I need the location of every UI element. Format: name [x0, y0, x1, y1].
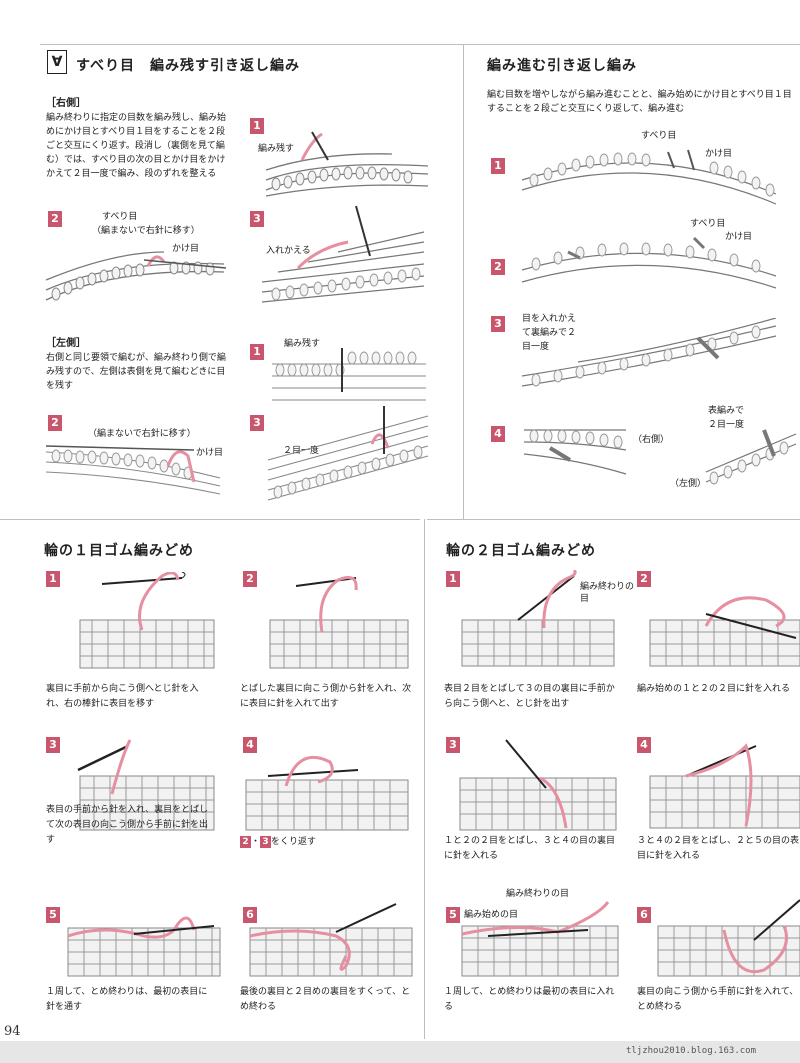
rib-illustration	[649, 743, 800, 829]
step-number: 2	[491, 259, 505, 275]
page-number: 94	[4, 1024, 21, 1039]
step-label: 編み終わりの目	[506, 889, 570, 899]
rib-illustration	[249, 903, 413, 977]
step-label: 入れかえる	[266, 246, 311, 256]
step-caption: 編み始めの１と２の２目に針を入れる	[637, 684, 791, 694]
knitting-illustration	[521, 149, 777, 205]
knitting-illustration	[265, 131, 429, 197]
step-label: かけ目	[196, 448, 224, 458]
step-number: 4	[491, 426, 505, 442]
bottom-column-divider	[424, 519, 425, 1039]
knitting-illustration	[521, 236, 777, 289]
left-side-description: 右側と同じ要領で編むが、編み終わり側で編み残すので、左側は表側を見て編むどきに目…	[46, 353, 226, 391]
step-label: （右側）	[633, 435, 670, 445]
step-number: 3	[46, 737, 60, 753]
step-label: 表編みで２目一度	[708, 406, 745, 430]
step-label: かけ目	[725, 232, 753, 242]
step-ref-separator: ・	[251, 837, 261, 847]
step-caption: １周して、とめ終わりは最初の表目に入れる	[444, 987, 615, 1012]
knitting-illustration	[45, 445, 221, 495]
knitting-illustration	[523, 429, 627, 475]
step-number: 3	[250, 211, 264, 227]
step-ref-number: 2	[240, 836, 251, 848]
step-label: 編み始めの目	[464, 910, 519, 920]
step-number: 4	[637, 737, 651, 753]
step-number: 3	[491, 316, 505, 332]
knitting-illustration	[272, 348, 426, 401]
step-caption: をくり返す	[271, 837, 317, 847]
step-number: 6	[243, 907, 257, 923]
step-label: かけ目	[705, 149, 733, 159]
knitting-illustration	[705, 429, 797, 485]
step-caption: 表目の手前から針を入れ、裏目をとばして次の表目の向こう側から手前に針を出す	[46, 805, 209, 845]
rib-illustration	[77, 739, 215, 831]
knitting-illustration	[261, 205, 425, 303]
knitting-illustration	[521, 318, 777, 387]
step-label: （編まないで右針に移す）	[92, 226, 200, 236]
step-caption: 裏目の向こう側から手前に針を入れて、とめ終わる	[637, 987, 799, 1012]
step-label: （編まないで右針に移す）	[88, 429, 196, 439]
step-caption: ３と４の２目をとばし、２と５の目の表目に針を入れる	[637, 836, 800, 861]
step-number: 1	[46, 571, 60, 587]
rib-illustration	[67, 916, 221, 977]
step-number: 1	[446, 571, 460, 587]
step-label: 編み残す	[284, 339, 321, 349]
step-label: すべり目	[641, 131, 677, 141]
step-label: すべり目	[102, 212, 138, 222]
footer-bar	[0, 1041, 800, 1063]
step-caption: 表目２目をとばして３の目の裏目に手前から向こう側へと、とじ針を出す	[444, 684, 615, 709]
rib-illustration	[269, 576, 409, 669]
rib-illustration	[79, 572, 215, 669]
step-label: すべり目	[690, 219, 726, 229]
left-side-heading: ［左側］	[46, 338, 86, 349]
step-number: 5	[446, 907, 460, 923]
step-number: 2	[637, 571, 651, 587]
step-caption: １と２の２目をとばし、３と４の目の裏目に針を入れる	[444, 836, 616, 861]
step-number: 3	[446, 737, 460, 753]
step-number: 1	[250, 118, 264, 134]
progressive-description: 編む目数を増やしながら編み進むことと、編み始めにかけ目とすべり目１目することを２…	[487, 90, 792, 114]
rib-illustration	[649, 596, 800, 667]
step-number: 4	[243, 737, 257, 753]
step-label: 編み残す	[258, 144, 295, 154]
step-number: 1	[491, 158, 505, 174]
rib-illustration	[245, 756, 409, 831]
section-title-1x1-rib-bindoff: 輪の１目ゴム編みどめ	[44, 543, 194, 559]
right-side-heading: ［右側］	[46, 98, 86, 109]
top-rule	[40, 44, 800, 45]
step-label: かけ目	[172, 244, 200, 254]
step-number: 2	[48, 415, 62, 431]
step-ref-number: 3	[260, 836, 272, 848]
step-caption: 最後の裏目と２目めの裏目をすくって、とめ終わる	[240, 987, 411, 1012]
step-number: 3	[250, 415, 264, 431]
rib-illustration	[657, 899, 800, 977]
slip-stitch-symbol-icon: ∀	[47, 50, 67, 74]
knitting-illustration	[267, 406, 429, 501]
step-caption: １周して、とめ終わりは、最初の表目に針を通す	[46, 987, 208, 1012]
middle-rule-right	[427, 519, 800, 520]
section-title-2x2-rib-bindoff: 輪の２目ゴム編みどめ	[446, 543, 596, 559]
step-label: （左側）	[670, 479, 707, 489]
rib-illustration	[461, 570, 615, 667]
step-caption: とばした裏目に向こう側から針を入れ、次に表目に針を入れて出す	[240, 684, 412, 709]
section-title-slip-short-rows: すべり目 編み残す引き返し編み	[76, 58, 301, 74]
right-side-description: 編み終わりに指定の目数を編み残し、編み始めにかけ目とすべり目１目をすることを２段…	[46, 113, 227, 179]
knitting-illustration	[45, 251, 227, 301]
step-number: 6	[637, 907, 651, 923]
step-number: 5	[46, 907, 60, 923]
section-title-progressive-short-rows: 編み進む引き返し編み	[487, 58, 637, 74]
rib-illustration	[461, 901, 619, 977]
step-number: 2	[48, 211, 62, 227]
rib-illustration	[459, 739, 617, 831]
step-number: 1	[250, 344, 264, 360]
middle-rule-left	[0, 519, 420, 520]
step-number: 2	[243, 571, 257, 587]
step-label: 編み終わりの目	[580, 582, 635, 604]
step-caption: 裏目に手前から向こう側へとじ針を入れ、右の棒針に表目を移す	[46, 684, 199, 709]
step-label: 目を入れかえて裏編みで２目一度	[522, 314, 577, 352]
watermark: tljzhou2010.blog.163.com	[625, 1046, 756, 1056]
top-column-divider	[463, 44, 464, 519]
